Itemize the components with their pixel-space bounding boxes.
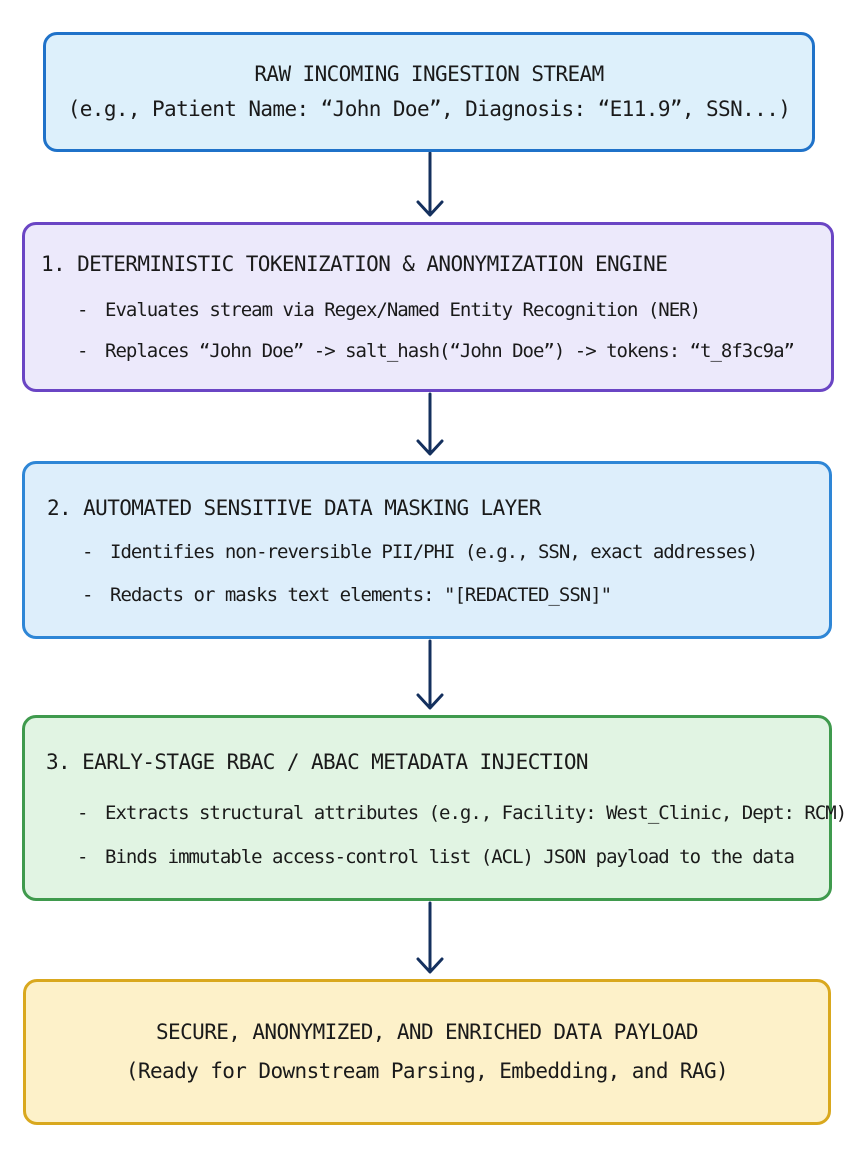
data-masking-layer-box: 2. AUTOMATED SENSITIVE DATA MASKING LAYE… <box>22 461 832 639</box>
arrow-step2-to-step3 <box>416 639 444 710</box>
bullet-text: Identifies non-reversible PII/PHI (e.g.,… <box>110 541 758 563</box>
bullet-text: Redacts or masks text elements: "[REDACT… <box>110 584 612 606</box>
arrow-step1-to-step2 <box>416 392 444 456</box>
step1-title: 1. DETERMINISTIC TOKENIZATION & ANONYMIZ… <box>41 252 668 276</box>
metadata-injection-box: 3. EARLY-STAGE RBAC / ABAC METADATA INJE… <box>22 715 847 901</box>
tokenization-engine-box: 1. DETERMINISTIC TOKENIZATION & ANONYMIZ… <box>22 222 834 392</box>
bullet-text: Evaluates stream via Regex/Named Entity … <box>105 299 701 321</box>
step2-title: 2. AUTOMATED SENSITIVE DATA MASKING LAYE… <box>47 496 541 520</box>
bullet-dash: - <box>77 802 88 824</box>
secure-payload-box: SECURE, ANONYMIZED, AND ENRICHED DATA PA… <box>23 979 831 1125</box>
bullet-dash: - <box>77 299 88 321</box>
bullet-dash: - <box>77 340 88 362</box>
bullet-dash: - <box>82 584 93 606</box>
final-title: SECURE, ANONYMIZED, AND ENRICHED DATA PA… <box>156 1019 699 1044</box>
final-subtitle: (Ready for Downstream Parsing, Embedding… <box>125 1059 729 1083</box>
raw-stream-example: (e.g., Patient Name: “John Doe”, Diagnos… <box>67 97 791 121</box>
step1-bullet-2: -Replaces “John Doe” -> salt_hash(“John … <box>77 340 795 362</box>
step2-bullet-1: -Identifies non-reversible PII/PHI (e.g.… <box>82 541 758 563</box>
step3-bullet-1: -Extracts structural attributes (e.g., F… <box>77 802 847 824</box>
step3-bullet-2: -Binds immutable access-control list (AC… <box>77 846 795 868</box>
step3-title: 3. EARLY-STAGE RBAC / ABAC METADATA INJE… <box>46 750 589 774</box>
arrow-raw-to-step1 <box>416 151 444 217</box>
arrow-step3-to-final <box>416 901 444 974</box>
bullet-dash: - <box>77 846 88 868</box>
bullet-dash: - <box>82 541 93 563</box>
raw-stream-title: RAW INCOMING INGESTION STREAM <box>254 61 604 86</box>
bullet-text: Binds immutable access-control list (ACL… <box>105 846 795 868</box>
raw-ingestion-stream-box: RAW INCOMING INGESTION STREAM (e.g., Pat… <box>43 32 815 152</box>
step2-bullet-2: -Redacts or masks text elements: "[REDAC… <box>82 584 612 606</box>
bullet-text: Replaces “John Doe” -> salt_hash(“John D… <box>105 340 795 362</box>
step1-bullet-1: -Evaluates stream via Regex/Named Entity… <box>77 299 701 321</box>
bullet-text: Extracts structural attributes (e.g., Fa… <box>105 802 847 824</box>
